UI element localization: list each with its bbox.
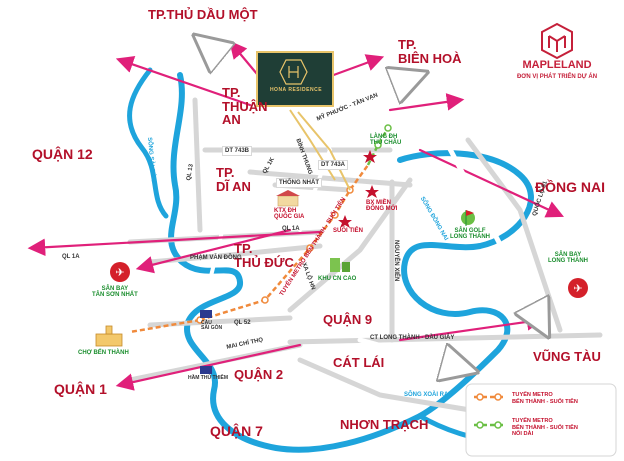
area-quan9: QUẬN 9 xyxy=(323,312,373,327)
legend-graphics xyxy=(465,383,617,457)
landmark-khu-cn-cao: KHU CN CAO xyxy=(318,276,357,282)
landmark-san-golf: SÂN GOLF LONG THÀNH xyxy=(450,228,490,240)
landmark-cho-ben-thanh: CHỢ BẾN THÀNH xyxy=(78,350,129,356)
river-dong-nai xyxy=(397,150,534,419)
airport-tsn-icon xyxy=(110,262,130,282)
area-nhon-trach: NHƠN TRẠCH xyxy=(340,417,429,432)
khu-cn-cao-icon xyxy=(330,258,350,272)
river-sai-gon-west xyxy=(127,67,169,219)
hona-residence-badge xyxy=(256,51,334,107)
metro-line-existing xyxy=(199,164,370,322)
metro-line-extended xyxy=(366,127,390,166)
area-thu-dau-mot: TP.THỦ DẦU MỘT xyxy=(148,7,258,22)
area-dong-nai: ĐỒNG NAI xyxy=(535,179,605,195)
landmark-cau-sai-gon: CẦU SÀI GÒN xyxy=(201,320,223,331)
area-thu-duc: TP. THỦ ĐỨC xyxy=(234,241,294,270)
landmark-san-bay-tsn: SÂN BAY TÂN SƠN NHẤT xyxy=(92,286,138,298)
arrow-to-san-bay xyxy=(135,228,292,274)
arrow-to-quan12 xyxy=(115,56,252,107)
arrow-to-dong-nai xyxy=(388,93,465,112)
road-label-ql1a-west: QL 1A xyxy=(62,254,80,260)
legend-metro-extended: TUYẾN METRO BẾN THÀNH - SUỐI TIÊN NỐI DÀ… xyxy=(512,418,578,438)
landmark-suoi-tien: SUỐI TIÊN xyxy=(333,228,364,234)
landmark-lang-dh: LÀNG ĐH THỦ CHÂU xyxy=(370,134,402,146)
road-label-dt743b: DT 743B xyxy=(222,146,253,156)
area-cat-lai: CÁT LÁI xyxy=(333,355,385,370)
landmark-bx-mien-dong: BX MIỀN ĐÔNG MỚI xyxy=(366,200,398,212)
river-label-xoai-rap: SÔNG XOÀI RẠP xyxy=(404,392,453,398)
road-label-pham-van-dong: PHẠM VĂN ĐỒNG xyxy=(190,255,242,261)
area-vung-tau: VŨNG TÀU xyxy=(533,349,601,364)
area-quan12: QUẬN 12 xyxy=(32,146,93,162)
legend-metro-existing: TUYẾN METRO BẾN THÀNH - SUỐI TIÊN xyxy=(512,392,578,405)
road-label-dt743a: DT 743A xyxy=(318,160,349,170)
road-label-ql52: QL 52 xyxy=(234,320,251,326)
area-quan2: QUẬN 2 xyxy=(234,367,284,382)
road-label-ql1a-east: QL 1A xyxy=(282,226,300,232)
brand-tagline: ĐƠN VỊ PHÁT TRIỂN DỰ ÁN xyxy=(516,74,598,80)
road-ct-long-thanh xyxy=(287,332,603,345)
landmark-ktx: KTX ĐH QUỐC GIA xyxy=(274,208,305,220)
legend: TUYẾN METRO BẾN THÀNH - SUỐI TIÊN TUYẾN … xyxy=(466,384,616,456)
brand-block: MAPLELAND ĐƠN VỊ PHÁT TRIỂN DỰ ÁN xyxy=(502,24,612,81)
road-label-ct-long-thanh: CT LONG THÀNH - DẦU GIÂY xyxy=(370,335,455,341)
mapleland-logo xyxy=(541,22,573,60)
landmark-san-bay-lt: SÂN BAY LONG THÀNH xyxy=(548,252,588,264)
arrow-west-ql1a xyxy=(27,230,322,257)
area-quan7: QUẬN 7 xyxy=(210,423,263,439)
area-di-an: TP. DĨ AN xyxy=(216,165,251,194)
arrow-to-ql51 xyxy=(418,148,564,218)
cho-ben-thanh-icon xyxy=(95,325,123,347)
area-bien-hoa: TP. BIÊN HOÀ xyxy=(398,37,462,66)
road-ql13 xyxy=(192,97,203,233)
arrow-to-quan1 xyxy=(115,343,302,391)
svg-text:✈: ✈ xyxy=(573,283,582,295)
golf-icon xyxy=(461,210,475,226)
landmark-ham-thu-thiem: HẦM THỦ THIÊM xyxy=(188,375,228,381)
river-sai-gon xyxy=(168,72,423,453)
road-dt743a xyxy=(247,169,413,188)
hona-residence-label: HONA RESIDENCE xyxy=(269,87,323,93)
ham-thu-thiem-marker xyxy=(200,366,212,374)
svg-text:✈: ✈ xyxy=(115,267,124,279)
ktx-icon xyxy=(276,190,300,207)
area-thuan-an: TP. THUẬN AN xyxy=(222,85,268,128)
star-markers xyxy=(338,150,379,228)
road-nhon-trach xyxy=(297,357,473,413)
brand-name: MAPLELAND xyxy=(522,59,592,71)
road-label-nguyen-xien: NGUYỄN XIỂN xyxy=(393,240,399,282)
road-xa-lo xyxy=(287,177,413,313)
cau-sai-gon-marker xyxy=(200,310,212,318)
area-quan1: QUẬN 1 xyxy=(54,381,107,397)
road-ql51 xyxy=(465,137,563,333)
road-label-thong-nhat: THỐNG NHẤT xyxy=(276,178,322,188)
airport-lt-icon xyxy=(568,278,588,298)
